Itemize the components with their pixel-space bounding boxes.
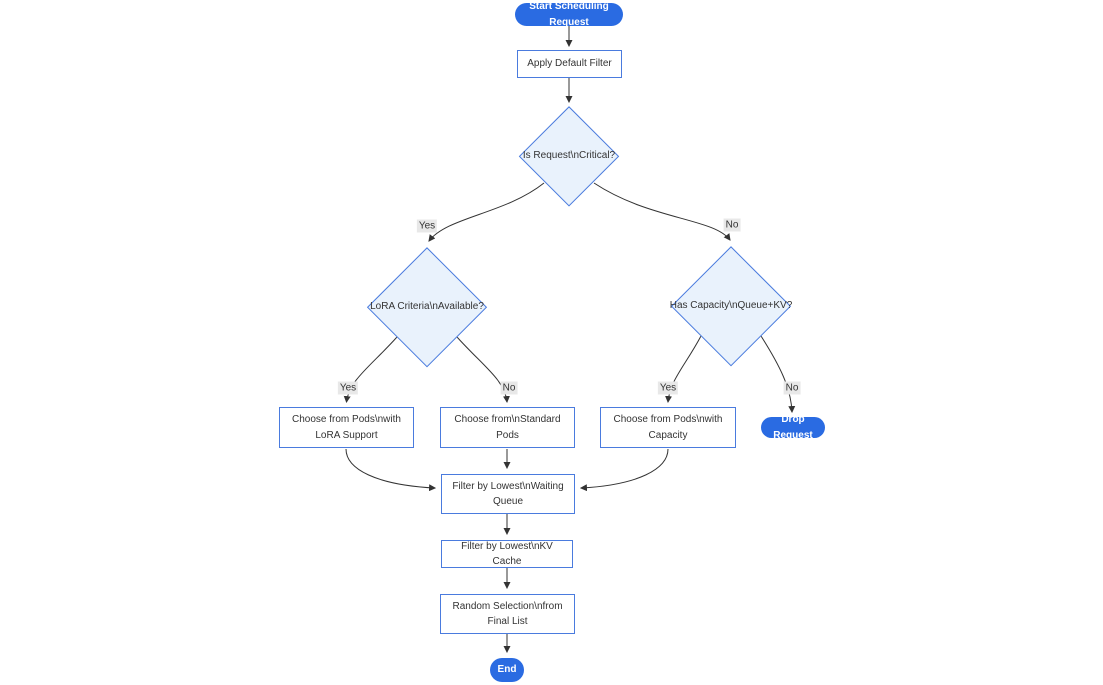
- node-filter-lowest-kv-cache: Filter by Lowest\nKV Cache: [441, 540, 573, 568]
- edge-capacity-choose-capacity: [665, 335, 702, 404]
- edge-capacity-drop: [760, 335, 796, 414]
- node-choose-standard-pods-label: Choose from\nStandard Pods: [454, 414, 561, 441]
- node-filter-lowest-waiting-queue: Filter by Lowest\nWaiting Queue: [441, 474, 575, 514]
- edge-label-lora-yes: Yes: [337, 381, 359, 395]
- node-is-request-critical-label: Is Request\nCritical?: [522, 150, 616, 162]
- node-choose-pods-with-capacity-label: Choose from Pods\nwith Capacity: [613, 414, 723, 441]
- edge-choose-lora-filter: [345, 448, 437, 492]
- edge-label-lora-no: No: [500, 381, 518, 395]
- node-filter-lowest-kv-cache-label: Filter by Lowest\nKV Cache: [461, 540, 553, 568]
- edge-label-capacity-yes: Yes: [657, 381, 679, 395]
- node-choose-standard-pods: Choose from\nStandard Pods: [440, 407, 575, 448]
- node-start-scheduling-request: Start Scheduling Request: [515, 1, 623, 28]
- node-drop-request-label: Drop Request: [773, 414, 813, 441]
- node-choose-pods-lora-support: Choose from Pods\nwith LoRA Support: [279, 407, 414, 448]
- node-start-label: Start Scheduling Request: [529, 1, 609, 28]
- node-has-capacity-queue-kv-label: Has Capacity\nQueue+KV?: [669, 300, 793, 312]
- edge-lora-choose-lora: [343, 336, 398, 404]
- node-choose-pods-lora-support-label: Choose from Pods\nwith LoRA Support: [292, 414, 401, 441]
- node-choose-pods-with-capacity: Choose from Pods\nwith Capacity: [600, 407, 736, 448]
- node-end-label: End: [497, 664, 517, 676]
- edge-label-critical-no: No: [723, 218, 741, 232]
- node-lora-criteria-available-label: LoRA Criteria\nAvailable?: [370, 301, 484, 313]
- node-drop-request: Drop Request: [761, 414, 825, 441]
- node-end: End: [490, 658, 524, 682]
- edge-critical-capacity: [593, 182, 731, 241]
- node-random-selection-final-list: Random Selection\nfrom Final List: [440, 594, 575, 634]
- node-random-selection-final-list-label: Random Selection\nfrom Final List: [452, 600, 563, 628]
- node-has-capacity-queue-kv: Has Capacity\nQueue+KV?: [669, 246, 793, 366]
- node-lora-criteria-available: LoRA Criteria\nAvailable?: [367, 247, 487, 367]
- edge-choose-capacity-filter: [579, 448, 669, 492]
- edge-critical-lora: [428, 182, 545, 242]
- node-apply-default-filter: Apply Default Filter: [517, 50, 622, 78]
- node-is-request-critical: Is Request\nCritical?: [519, 106, 619, 206]
- node-filter-lowest-waiting-queue-label: Filter by Lowest\nWaiting Queue: [452, 480, 564, 508]
- edge-label-capacity-no: No: [783, 381, 801, 395]
- node-apply-default-filter-label: Apply Default Filter: [527, 58, 612, 70]
- edge-lora-choose-standard: [456, 336, 510, 404]
- edge-label-critical-yes: Yes: [416, 219, 438, 233]
